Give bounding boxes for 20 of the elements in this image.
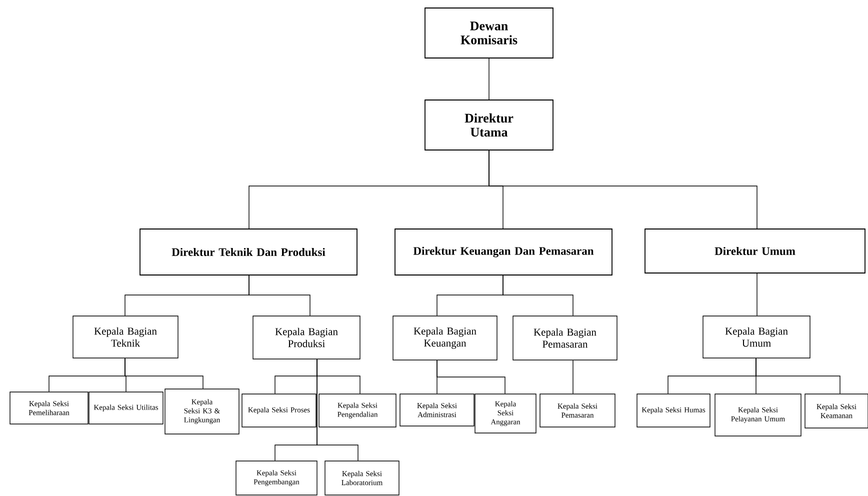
connector-line (756, 358, 840, 394)
position-box: Kepala Bagian Pemasaran (512, 316, 618, 360)
connector-line (316, 359, 358, 461)
position-box: Kepala Bagian Umum (702, 316, 810, 358)
position-box: Direktur Keuangan Dan Pemasaran (394, 228, 612, 276)
connector-line (248, 275, 310, 316)
connector-line (572, 360, 574, 394)
connector-line (488, 150, 758, 229)
connector-line (488, 58, 490, 100)
position-box: Kepala Bagian Keuangan (392, 316, 498, 360)
connector-line (502, 275, 574, 316)
connector-line (124, 358, 204, 389)
connector-line (436, 360, 506, 394)
position-box: Kepala Bagian Teknik (72, 316, 178, 358)
connector-line (756, 273, 758, 316)
position-box: Direktur Utama (424, 100, 554, 150)
position-box: Direktur Umum (644, 228, 866, 274)
position-box: Direktur Teknik Dan Produksi (140, 228, 358, 276)
position-box: Kepala Bagian Produksi (252, 316, 360, 360)
position-box: Dewan Komisaris (424, 8, 554, 58)
